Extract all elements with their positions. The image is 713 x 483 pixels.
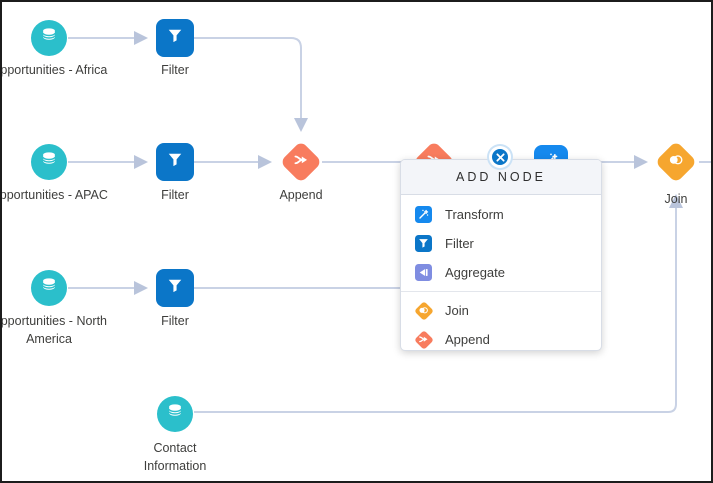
menu-item-aggregate[interactable]: Aggregate (401, 258, 601, 287)
node-filter-africa[interactable] (156, 19, 194, 57)
transform-icon (415, 206, 432, 223)
filter-icon (415, 235, 432, 252)
node-label: Filter (161, 63, 189, 77)
menu-item-label: Transform (445, 207, 504, 222)
menu-item-join[interactable]: Join (401, 296, 601, 325)
node-dataset-opportunities-north-america[interactable] (31, 270, 67, 306)
node-label: Join (664, 192, 688, 206)
append-icon (413, 329, 434, 350)
node-join[interactable] (654, 140, 698, 184)
close-add-node-button[interactable] (487, 144, 513, 170)
menu-item-label: Append (445, 332, 490, 347)
append-icon (292, 151, 310, 174)
database-icon (39, 150, 59, 175)
menu-item-label: Filter (445, 236, 474, 251)
add-node-popup: ADD NODE Transform Filter Aggregate (400, 159, 602, 351)
node-label: Contact Information (143, 441, 207, 473)
node-label: Opportunities - North America (0, 314, 108, 346)
node-filter-apac[interactable] (156, 143, 194, 181)
menu-item-label: Join (445, 303, 469, 318)
filter-icon (165, 26, 185, 51)
close-icon (492, 149, 508, 165)
node-dataset-contact-information[interactable] (157, 396, 193, 432)
database-icon (39, 26, 59, 51)
node-label: Filter (161, 188, 189, 202)
node-dataset-opportunities-africa[interactable] (31, 20, 67, 56)
join-icon (667, 151, 685, 174)
node-dataset-opportunities-apac[interactable] (31, 144, 67, 180)
menu-divider (401, 291, 601, 292)
filter-icon (165, 150, 185, 175)
node-filter-north-america[interactable] (156, 269, 194, 307)
node-append[interactable] (279, 140, 323, 184)
menu-item-transform[interactable]: Transform (401, 200, 601, 229)
menu-item-label: Aggregate (445, 265, 505, 280)
menu-item-append[interactable]: Append (401, 325, 601, 354)
filter-icon (165, 276, 185, 301)
join-icon (413, 300, 434, 321)
node-label: Filter (161, 314, 189, 328)
menu-item-filter[interactable]: Filter (401, 229, 601, 258)
node-label: Opportunities - APAC (0, 188, 108, 202)
aggregate-icon (415, 264, 432, 281)
node-label: Opportunities - Africa (0, 63, 108, 77)
node-label: Append (279, 188, 323, 202)
database-icon (165, 402, 185, 427)
add-node-menu: Transform Filter Aggregate Join (401, 195, 601, 359)
close-button-ring (489, 146, 511, 168)
database-icon (39, 276, 59, 301)
